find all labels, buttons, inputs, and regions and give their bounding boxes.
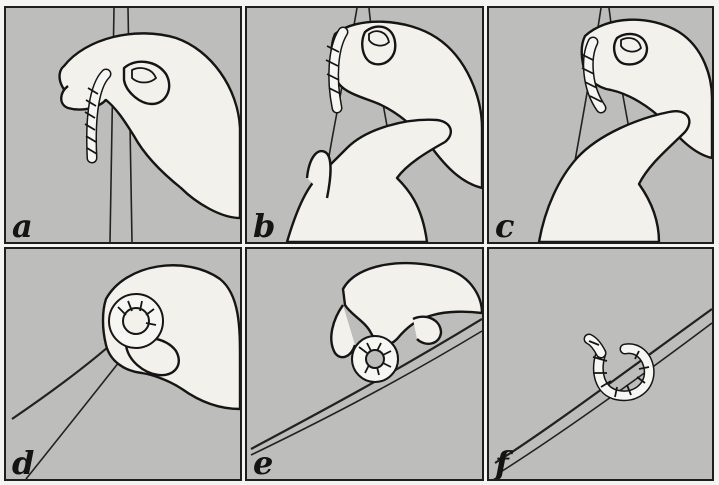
panel-e-drawing [247, 249, 482, 479]
panel-c-drawing [489, 8, 712, 242]
panel-c: c [487, 6, 714, 244]
panel-label: e [253, 447, 273, 479]
panel-a: a [4, 6, 242, 244]
panel-e: e [245, 247, 484, 481]
panel-b-drawing [247, 8, 482, 242]
lower-hand [539, 111, 689, 242]
panel-label: c [495, 210, 514, 242]
panel-label: b [253, 210, 275, 242]
panel-d-drawing [6, 249, 240, 479]
panel-b: b [245, 6, 484, 244]
cord-strand [499, 323, 712, 473]
panel-d: d [4, 247, 242, 481]
panel-label: f [495, 447, 509, 479]
panel-label: d [12, 447, 34, 479]
panel-f: f [487, 247, 714, 481]
thumb [413, 317, 441, 344]
panel-label: a [12, 210, 33, 242]
panel-f-drawing [489, 249, 712, 479]
panel-a-drawing [6, 8, 240, 242]
